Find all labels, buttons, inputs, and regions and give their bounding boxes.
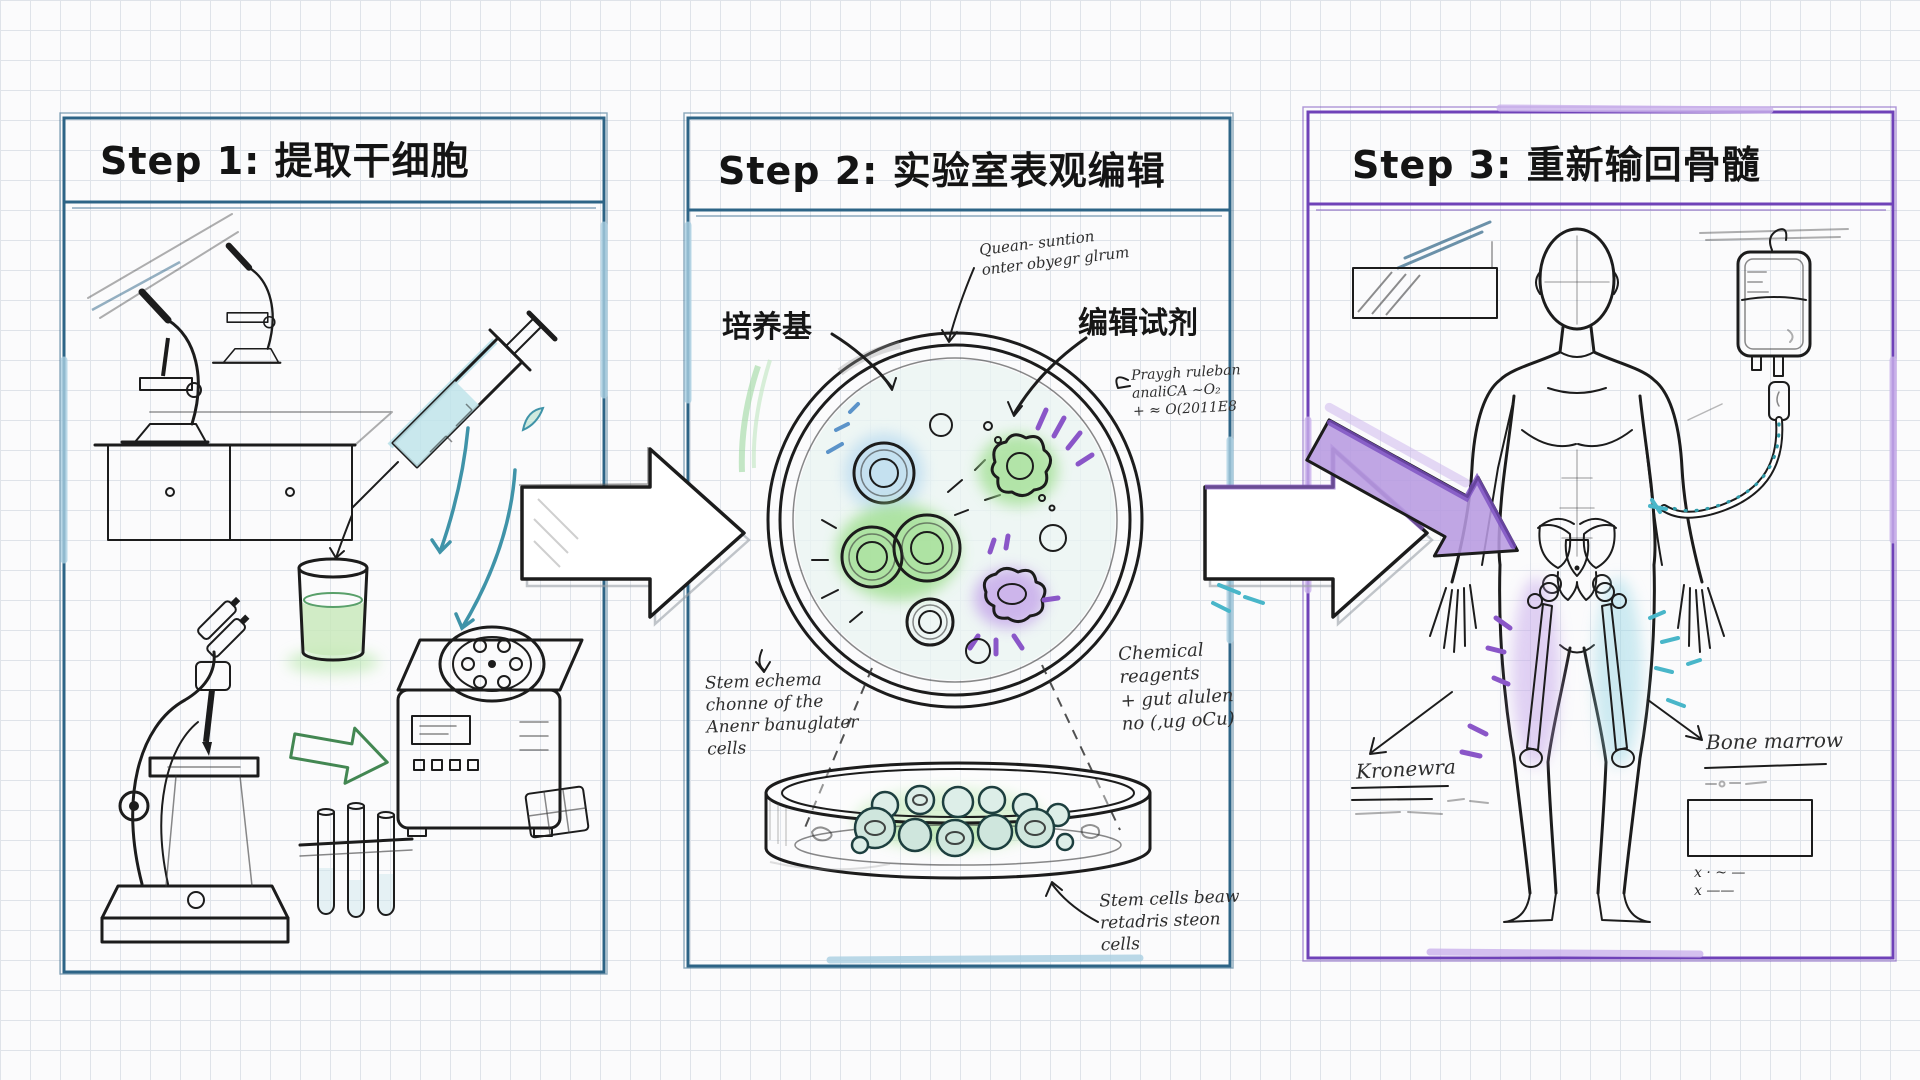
transfer-arrows-icon <box>329 426 517 631</box>
chemical-reagents-note: Chemical reagents + gut alulen no (,ug o… <box>1117 639 1236 736</box>
green-arrow-icon <box>289 726 389 785</box>
left-bone-label: Kronewra <box>1355 754 1457 784</box>
pelvis-bone-icon <box>1537 517 1617 601</box>
culture-dish-side-icon <box>764 761 1152 923</box>
editing-reagent-label: 编辑试剂 <box>1078 306 1198 341</box>
iv-bag-icon <box>1648 228 1849 519</box>
label-arrows-step3-icon <box>1351 691 1827 815</box>
femur-left-icon <box>1512 577 1560 768</box>
test-tube-rack-icon <box>298 802 414 918</box>
human-figure-icon <box>1429 227 1725 923</box>
hatched-box-icon <box>1687 799 1813 857</box>
centrifuge-icon <box>396 625 584 837</box>
harvested-cells-note: Stem cells beaw retadris steon cells <box>1098 886 1240 956</box>
step3-title: Step 3: 重新输回骨髓 <box>1352 143 1761 187</box>
stem-cells-note: Stem echema chonne of the Anenr banuglat… <box>704 669 859 760</box>
dish-label-arrows-icon <box>755 267 1131 673</box>
big-microscope-icon <box>100 596 290 944</box>
purple-injection-arrow-icon <box>1305 402 1519 558</box>
scribble-note-right: Praygh ruleban analiCA ~O₂ + ≈ O(2011E8 <box>1130 362 1241 421</box>
lab-bench-icon <box>87 213 393 541</box>
step2-title: Step 2: 实验室表观编辑 <box>718 149 1166 193</box>
bone-sparkles-icon <box>1459 610 1702 759</box>
small-microscope-icon <box>120 288 210 444</box>
step3-panel-frame <box>1302 104 1897 962</box>
specimen-cup-icon <box>287 557 379 674</box>
petri-dish-icon <box>738 331 1144 709</box>
culture-medium-label: 培养基 <box>722 310 812 345</box>
small-microscope-2-icon <box>211 242 282 364</box>
bone-marrow-label: Bone marrow <box>1705 727 1844 755</box>
chart-sketch-icon <box>1352 220 1498 319</box>
syringe-icon <box>351 310 558 509</box>
cassette-box-icon <box>524 785 590 839</box>
femur-right-icon <box>1594 577 1642 768</box>
step1-title: Step 1: 提取干细胞 <box>100 139 470 183</box>
sketch-marks: x · ~ — x —— <box>1694 865 1746 900</box>
right-arrow-1-icon <box>518 447 751 627</box>
projection-lines-icon <box>803 664 1121 831</box>
